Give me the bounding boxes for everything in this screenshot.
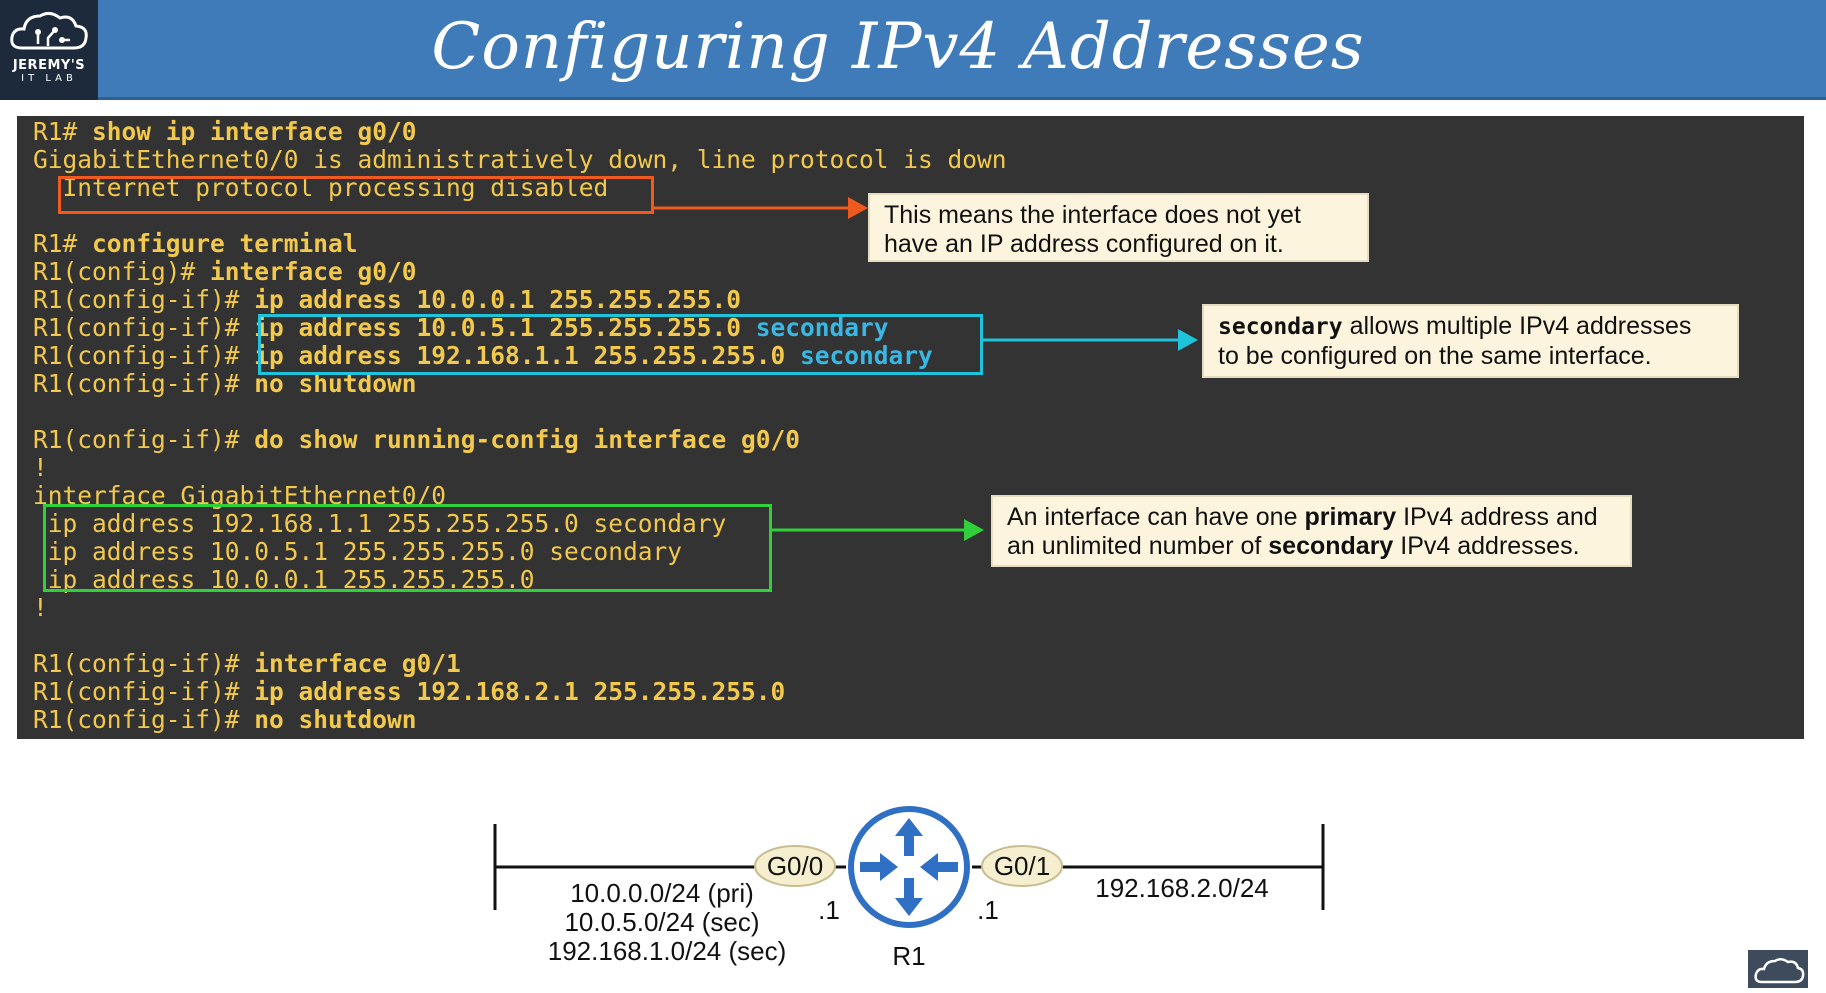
jeremys-it-lab-logo-icon: JEREMY'S IT LAB (0, 0, 98, 100)
right-host-label: .1 (977, 895, 999, 925)
terminal-line: R1(config-if)# ip address 10.0.5.1 255.2… (33, 313, 889, 342)
callout-secondary-explanation: secondary allows multiple IPv4 addresses… (1202, 304, 1739, 378)
cyan-arrow (983, 329, 1198, 351)
router-label: R1 (892, 941, 925, 971)
left-network-secondary-1: 10.0.5.0/24 (sec) (564, 907, 759, 937)
orange-arrow (654, 197, 868, 219)
terminal-line: R1# show ip interface g0/0 (33, 117, 417, 146)
left-network-secondary-2: 192.168.1.0/24 (sec) (548, 936, 787, 966)
highlight-box-secondary (258, 314, 983, 375)
header-bar: JEREMY'S IT LAB Configuring IPv4 Address… (0, 0, 1826, 100)
if-left-text: G0/0 (767, 851, 823, 881)
interface-label-g0-1: G0/1 (981, 845, 1063, 887)
terminal-line: R1(config-if)# no shutdown (33, 705, 417, 734)
green-arrow (772, 519, 984, 541)
terminal-line: ! (33, 593, 48, 622)
terminal-line: R1# configure terminal (33, 229, 358, 258)
terminal-line: ip address 10.0.0.1 255.255.255.0 (33, 565, 535, 594)
slide-title: Configuring IPv4 Addresses (431, 10, 1365, 84)
terminal-line: R1(config-if)# ip address 192.168.1.1 25… (33, 341, 933, 370)
left-host-label: .1 (818, 895, 840, 925)
if-right-text: G0/1 (994, 851, 1050, 881)
right-network: 192.168.2.0/24 (1095, 873, 1269, 903)
terminal-line: ! (33, 453, 48, 482)
highlight-box-running-config (43, 504, 772, 592)
terminal-line: ip address 10.0.5.1 255.255.255.0 second… (33, 537, 683, 566)
terminal-line: R1(config)# interface g0/0 (33, 257, 417, 286)
cloud-logo-icon (1748, 950, 1808, 988)
logo-text: JEREMY'S (12, 58, 86, 73)
highlight-box-disabled (58, 176, 654, 214)
terminal-line: GigabitEthernet0/0 is administratively d… (33, 145, 1007, 174)
router-icon (848, 806, 970, 928)
terminal-line: R1(config-if)# ip address 192.168.2.1 25… (33, 677, 786, 706)
terminal-line: R1(config-if)# interface g0/1 (33, 649, 461, 678)
callout-primary-secondary: An interface can have one primary IPv4 a… (991, 495, 1632, 567)
terminal-line: R1(config-if)# do show running-config in… (33, 425, 801, 454)
terminal-line: ip address 192.168.1.1 255.255.255.0 sec… (33, 509, 727, 538)
arrows-layer (654, 197, 1198, 541)
logo-subtext: IT LAB (21, 73, 77, 84)
callout-disabled-explanation: This means the interface does not yet ha… (868, 193, 1369, 262)
left-network-primary: 10.0.0.0/24 (pri) (570, 878, 754, 908)
interface-label-g0-0: G0/0 (754, 845, 836, 887)
terminal-line: R1(config-if)# ip address 10.0.0.1 255.2… (33, 285, 742, 314)
network-diagram: G0/0 G0/1 .1 .1 R1 10.0.0.0/24 (pri) 10.… (493, 806, 1325, 971)
